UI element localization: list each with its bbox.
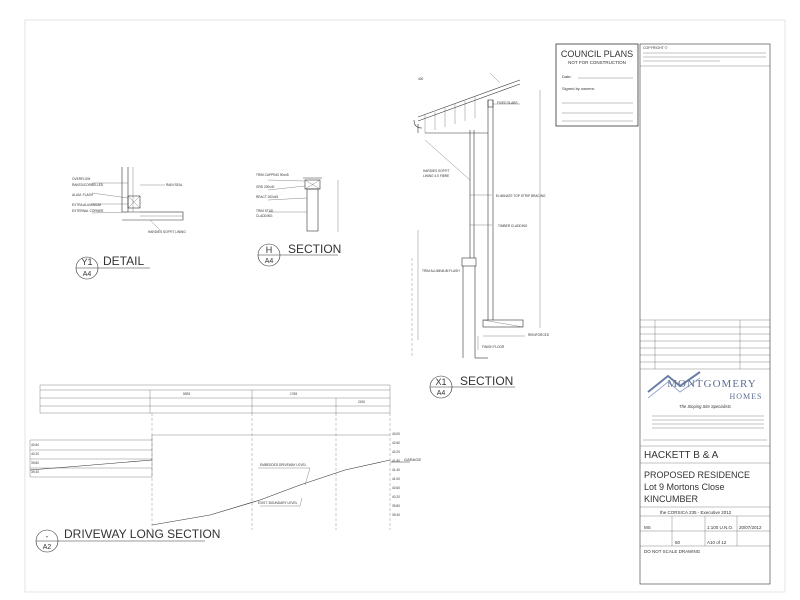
svg-text:41.00: 41.00 (392, 477, 400, 481)
svg-text:COPYRIGHT ©: COPYRIGHT © (643, 46, 668, 50)
svg-text:41.80: 41.80 (392, 459, 400, 463)
svg-text:ALUM. FLASH: ALUM. FLASH (72, 193, 94, 197)
job-number: 50 (675, 540, 681, 545)
svg-text:39.40: 39.40 (392, 513, 400, 517)
brand-sub: HOMES (729, 392, 762, 401)
section-h-title: SECTION (288, 242, 341, 256)
driveway-title: DRIVEWAY LONG SECTION (64, 527, 220, 541)
project-title-line3: KINCUMBER (644, 494, 699, 504)
scale: 1:100 U.N.O. (707, 525, 733, 530)
scale-notice: DO NOT SCALE DRAWING (644, 549, 701, 554)
svg-text:43.00: 43.00 (392, 432, 400, 436)
detail-y1-drawing (91, 167, 184, 231)
svg-text:EXTERNAL CORNER: EXTERNAL CORNER (72, 209, 104, 213)
svg-text:EMBEDDED DRIVEWAY LEVEL: EMBEDDED DRIVEWAY LEVEL (260, 463, 307, 467)
client-name: HACKETT B & A (644, 450, 719, 461)
council-signed-label: Signed by owners: (562, 86, 595, 91)
svg-text:REINFORCED: REINFORCED (528, 333, 550, 337)
svg-text:HARDIES SOFFIT: HARDIES SOFFIT (423, 169, 449, 173)
svg-text:42.20: 42.20 (392, 450, 400, 454)
sheet-border (24, 19, 786, 593)
design-name: the CORSICA 235 - Executive 2012 (660, 510, 732, 515)
svg-text:1765: 1765 (290, 392, 297, 396)
svg-text:ELIMINATE TOP STRIP BRACING: ELIMINATE TOP STRIP BRACING (496, 194, 546, 198)
detail-y1-code: Y1 (81, 257, 92, 267)
detail-y1-sheet: A4 (83, 271, 92, 278)
svg-text:TRIM ALUMINIUM FLASH: TRIM ALUMINIUM FLASH (422, 269, 460, 273)
svg-text:FINISH FLOOR: FINISH FLOOR (482, 345, 505, 349)
detail-y1-title: DETAIL (103, 254, 144, 268)
date: 20/07/2012 (739, 525, 762, 530)
svg-text:RAKED/CORBELLED: RAKED/CORBELLED (72, 183, 104, 187)
montgomery-logo (647, 371, 701, 399)
section-x1-code: X1 (435, 377, 446, 387)
driveway-right-levels: 43.00 42.60 42.20 41.80 41.40 41.00 40.6… (392, 432, 400, 517)
section-x1-drawing (411, 72, 541, 359)
title-block (639, 43, 771, 585)
driveway-sheet: A2 (43, 544, 52, 551)
driveway-left-levels: 40.60 40.20 39.80 39.40 (31, 443, 39, 474)
brand-tagline: The Sloping Site Specialists (679, 404, 732, 409)
council-stamp (555, 43, 639, 127)
driveway-section-drawing (29, 384, 410, 530)
svg-text:42.60: 42.60 (392, 441, 400, 445)
brand-name: MONTGOMERY (667, 378, 756, 390)
council-date-label: Date: (562, 74, 572, 79)
project-title-line2: Lot 9 Mortons Close (644, 482, 725, 492)
svg-text:OVERFLOW: OVERFLOW (72, 177, 90, 181)
svg-text:41.40: 41.40 (392, 468, 400, 472)
section-h-code: H (266, 245, 273, 255)
svg-text:HARDIES SOFFIT LINING: HARDIES SOFFIT LINING (148, 230, 186, 234)
section-x1-callout (429, 375, 515, 399)
svg-text:EXTRA ALUMINIUM: EXTRA ALUMINIUM (72, 203, 101, 207)
svg-text:40.60: 40.60 (31, 443, 39, 447)
svg-text:40.20: 40.20 (31, 452, 39, 456)
svg-text:EXIST. BOUNDARY LEVEL: EXIST. BOUNDARY LEVEL (258, 501, 298, 505)
svg-text:40.60: 40.60 (392, 486, 400, 490)
svg-text:RAIN SEAL: RAIN SEAL (166, 183, 183, 187)
svg-text:GRD 200x40: GRD 200x40 (256, 185, 275, 189)
svg-text:40.20: 40.20 (392, 495, 400, 499)
svg-text:2190: 2190 (358, 400, 365, 404)
driveway-callout (35, 529, 205, 553)
svg-text:LINING 4.5 FIBRE: LINING 4.5 FIBRE (423, 174, 449, 178)
section-h-callout (257, 243, 338, 267)
section-h-drawing (267, 177, 339, 232)
svg-text:39.80: 39.80 (31, 461, 39, 465)
svg-text:TRIM STUD: TRIM STUD (256, 209, 274, 213)
drawn-by: MS (644, 525, 651, 530)
driveway-garage-label: GARAGE (404, 457, 421, 462)
svg-text:FIXED SLABS: FIXED SLABS (497, 101, 518, 105)
svg-text:REACT 200x45: REACT 200x45 (256, 195, 278, 199)
svg-text:39.80: 39.80 (392, 504, 400, 508)
svg-text:400: 400 (418, 77, 424, 81)
council-title: COUNCIL PLANS (561, 49, 633, 59)
driveway-code: - (46, 532, 49, 541)
sheet-number: A10 of 12 (707, 540, 727, 545)
svg-text:TIMBER CLADDING: TIMBER CLADDING (498, 224, 528, 228)
svg-text:CLADDING: CLADDING (256, 214, 273, 218)
detail-y1-callout (75, 256, 150, 280)
svg-text:TRIM CAPPING 90x45: TRIM CAPPING 90x45 (256, 173, 289, 177)
svg-text:5925: 5925 (183, 392, 190, 396)
project-title-line1: PROPOSED RESIDENCE (644, 470, 750, 480)
section-h-sheet: A4 (265, 258, 274, 265)
council-subtitle: NOT FOR CONSTRUCTION (568, 60, 626, 65)
section-x1-title: SECTION (460, 374, 513, 388)
section-x1-sheet: A4 (437, 390, 446, 397)
svg-text:39.40: 39.40 (31, 470, 39, 474)
